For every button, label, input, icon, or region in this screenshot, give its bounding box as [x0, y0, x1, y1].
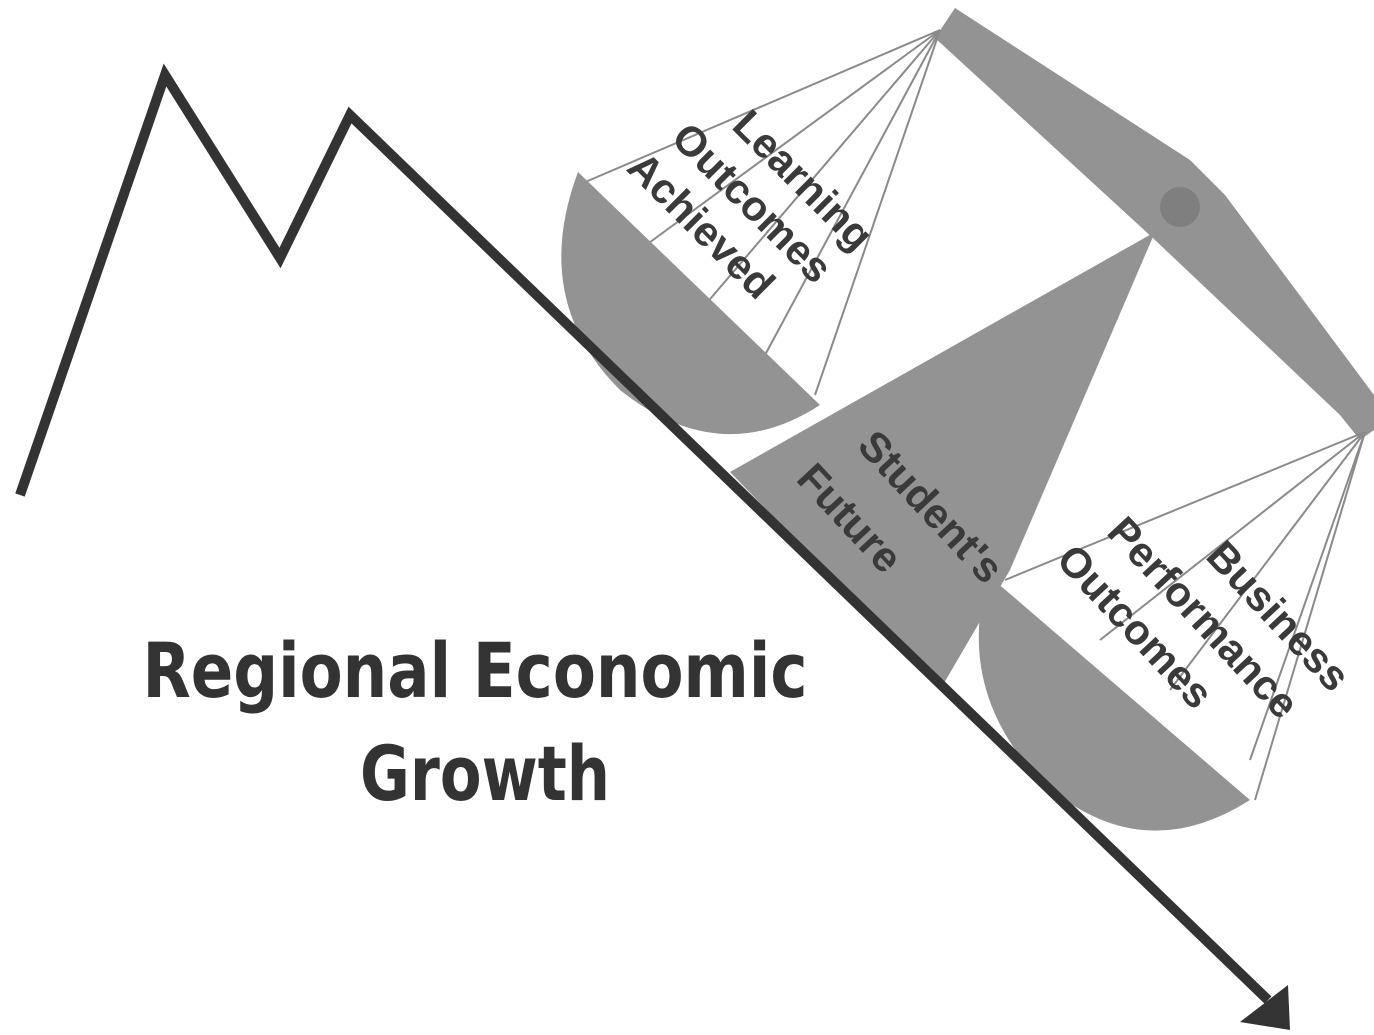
trend-arrow-head — [1240, 985, 1290, 1030]
main-title-line2: Growth — [360, 729, 610, 818]
balance-beam — [935, 8, 1374, 440]
main-title-line1: Regional Economic — [143, 626, 808, 715]
left-pan — [561, 172, 820, 435]
right-pan — [978, 575, 1250, 831]
left-pan-strings — [582, 29, 941, 396]
balance-stand — [730, 232, 1155, 690]
right-pan-strings — [1004, 431, 1366, 801]
main-title: Regional Economic Growth — [143, 626, 808, 818]
pivot-knob — [1160, 187, 1200, 227]
growth-trend-line — [15, 63, 1272, 1004]
